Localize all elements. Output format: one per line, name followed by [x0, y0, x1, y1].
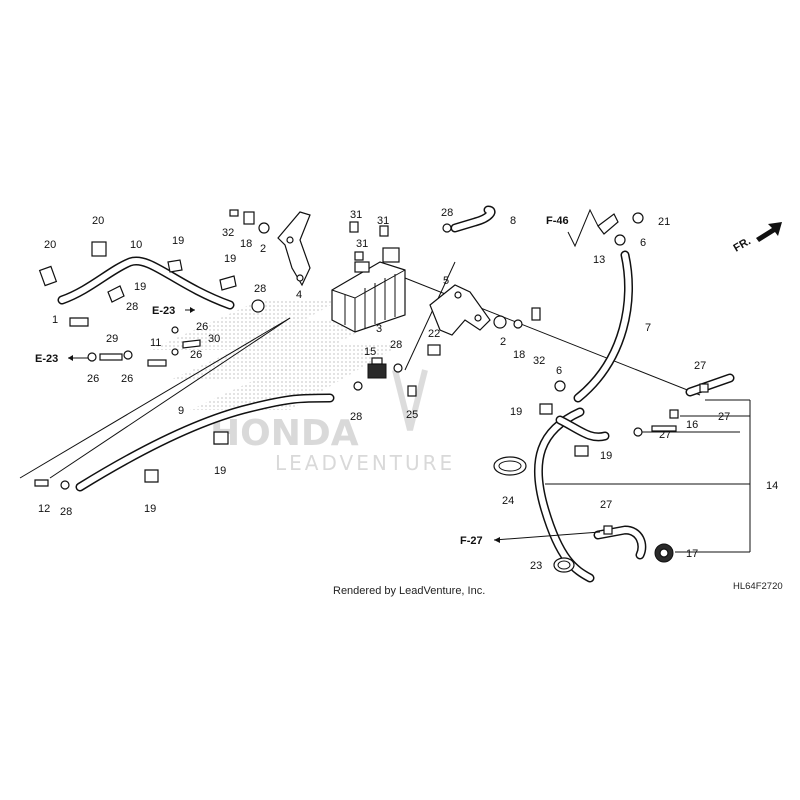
valve-15	[367, 357, 387, 379]
hose-14	[534, 373, 735, 583]
watermark-brand: HONDA	[210, 413, 359, 454]
clamp-23	[553, 557, 575, 573]
render-caption: Rendered by LeadVenture, Inc.	[333, 585, 485, 597]
callout-27-c: 27	[659, 429, 671, 441]
callout-19-f: 19	[510, 406, 522, 418]
callout-1: 1	[52, 314, 58, 326]
callout-17: 17	[686, 548, 698, 560]
callout-22: 22	[428, 328, 440, 340]
callout-31-b: 31	[377, 215, 389, 227]
stay-4	[277, 211, 311, 287]
canister-3	[331, 247, 406, 333]
callout-20-b: 20	[92, 215, 104, 227]
small-parts	[34, 209, 709, 535]
callout-26-a: 26	[196, 321, 208, 333]
callout-7: 7	[645, 322, 651, 334]
callout-20-a: 20	[44, 239, 56, 251]
hose-7	[573, 250, 634, 403]
callout-12: 12	[38, 503, 50, 515]
ref-e23-lower: E-23	[35, 353, 58, 365]
callout-25: 25	[406, 409, 418, 421]
callout-30: 30	[208, 333, 220, 345]
callout-19-b: 19	[224, 253, 236, 265]
callout-32-a: 32	[222, 227, 234, 239]
honda-watermark: HONDA LEADVENTURE	[150, 300, 455, 475]
cap-17	[654, 543, 674, 563]
callout-21: 21	[658, 216, 670, 228]
callout-28-a: 28	[126, 301, 138, 313]
clamp-24	[493, 456, 527, 476]
callout-2: 2	[260, 243, 266, 255]
callout-26-c: 26	[87, 373, 99, 385]
callout-18b: 18	[513, 349, 525, 361]
callout-29: 29	[106, 333, 118, 345]
bracket-5	[429, 284, 491, 336]
callout-23: 23	[530, 560, 542, 572]
hose-10	[57, 256, 235, 310]
callout-31-a: 31	[350, 209, 362, 221]
leader-lines	[19, 261, 751, 553]
callout-19-d: 19	[214, 465, 226, 477]
ref-f46: F-46	[546, 215, 569, 227]
callout-5: 5	[443, 275, 449, 287]
callout-28-f: 28	[441, 207, 453, 219]
callout-15: 15	[364, 346, 376, 358]
callout-28-c: 28	[60, 506, 72, 518]
callout-2b: 2	[500, 336, 506, 348]
hose-8	[450, 205, 496, 233]
callout-6: 6	[556, 365, 562, 377]
callout-19-g: 19	[600, 450, 612, 462]
front-marker: FR.	[732, 235, 753, 254]
reference-arrows: E-23 E-23 F-46 F-27	[35, 208, 601, 547]
callout-32-b: 32	[533, 355, 545, 367]
callout-19-e: 19	[144, 503, 156, 515]
callout-19-c: 19	[134, 281, 146, 293]
callout-26-d: 26	[121, 373, 133, 385]
callout-26-b: 26	[190, 349, 202, 361]
callout-27-d: 27	[600, 499, 612, 511]
callout-27-b: 27	[718, 411, 730, 423]
front-arrow-icon: FR.	[732, 222, 782, 255]
callout-4: 4	[296, 289, 302, 301]
callout-19-a: 19	[172, 235, 184, 247]
callout-31-c: 31	[356, 238, 368, 250]
callout-14: 14	[766, 480, 778, 492]
diagram-code: HL64F2720	[733, 581, 783, 592]
callout-labels: 1 2 2 3 4 5 6 6 7 8 9 10 11 12 13 14 15 …	[38, 207, 778, 572]
callout-10: 10	[130, 239, 142, 251]
callout-28-d: 28	[390, 339, 402, 351]
ref-e23-upper: E-23	[152, 305, 175, 317]
callout-24: 24	[502, 495, 514, 507]
ref-f27: F-27	[460, 535, 483, 547]
callout-16: 16	[686, 419, 698, 431]
hose-9	[75, 393, 335, 492]
callout-8: 8	[510, 215, 516, 227]
callout-27-a: 27	[694, 360, 706, 372]
callout-6b: 6	[640, 237, 646, 249]
callout-3: 3	[376, 323, 382, 335]
callout-18: 18	[240, 238, 252, 250]
callout-9: 9	[178, 405, 184, 417]
watermark-dealer: LEADVENTURE	[275, 451, 455, 475]
callout-28-b: 28	[254, 283, 266, 295]
callout-11: 11	[150, 337, 161, 349]
callout-28-e: 28	[350, 411, 362, 423]
callout-13: 13	[593, 254, 605, 266]
